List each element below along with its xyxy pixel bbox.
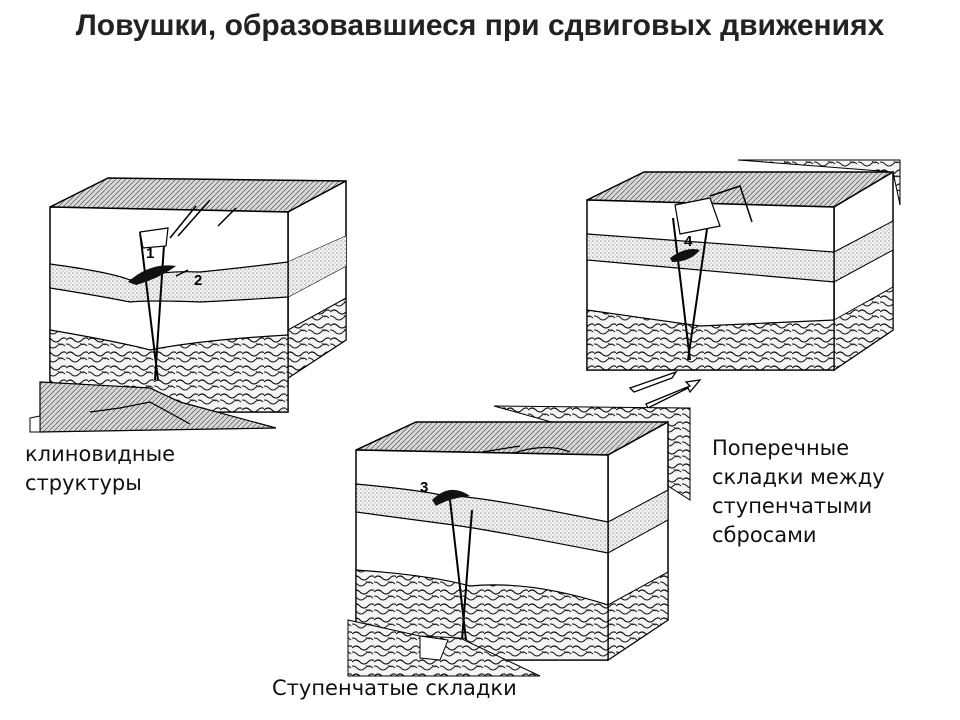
caption-transverse-folds: Поперечные складки между ступенчатыми сб… xyxy=(712,436,885,547)
block1-partial-fragment xyxy=(29,381,277,433)
block3-partial-fragment xyxy=(347,619,541,677)
block1-label-1: 1 xyxy=(146,245,154,262)
block-transverse-folds: 4 xyxy=(586,159,901,372)
caption-stepped-folds: Ступенчатые складки xyxy=(272,676,517,700)
block3-label-3: 3 xyxy=(420,479,428,496)
page-title: Ловушки, образовавшиеся при сдвиговых дв… xyxy=(75,9,885,42)
block-wedge-structures: 1 2 xyxy=(49,177,347,413)
block-stepped-folds: 3 xyxy=(355,420,669,662)
block4-label-4: 4 xyxy=(684,233,693,250)
slip-direction-arrows xyxy=(628,370,702,409)
caption-wedge-structures: клиновидные структуры xyxy=(25,442,176,495)
block1-label-2: 2 xyxy=(194,272,202,289)
